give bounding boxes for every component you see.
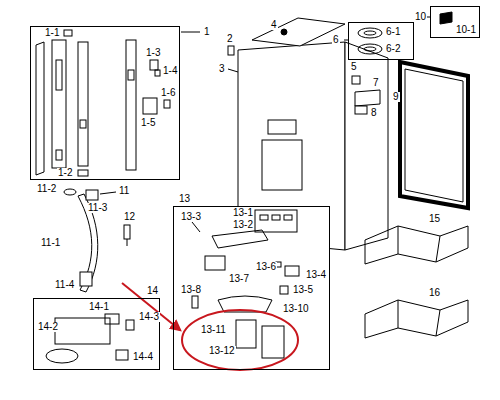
callout-number: 10-1 [455,25,477,35]
callout-number: 1-3 [145,48,161,58]
callout-number: 15 [428,214,441,224]
callout-number: 6 [332,35,340,45]
callout-number: 13-7 [228,274,250,284]
callout-number: 1-6 [160,88,176,98]
callout-number: 13-6 [255,262,277,272]
callout-number: 11 [118,186,130,196]
callout-number: 6-1 [385,27,401,37]
door-trims [36,30,200,176]
callout-number: 1-1 [44,28,60,38]
callout-number: 3 [218,64,226,74]
callout-number: 2 [226,34,234,44]
callout-number: 14-1 [88,302,110,312]
callout-number: 13 [178,194,191,204]
callout-number: 11-2 [36,184,57,194]
callout-number: 10 [414,12,427,22]
callout-number: 11-4 [54,280,75,290]
group-box: 1313-113-213-313-413-513-613-713-813-101… [173,206,330,370]
callout-number: 14-2 [37,322,59,332]
group-box: 66-16-2 [348,22,414,60]
group-box: 1010-1 [430,6,480,38]
callout-number: 14-4 [132,352,154,362]
callout-number: 9 [392,92,400,102]
callout-number: 1-5 [140,118,156,128]
callout-number: 12 [123,212,136,222]
group-box: 11-11-21-31-41-51-6 [30,26,180,180]
callout-number: 13-3 [180,212,202,222]
callout-number: 5 [350,62,358,72]
callout-number: 14 [146,286,159,296]
callout-number: 13-11 [200,325,227,335]
callout-number: 13-1 [232,208,254,218]
callout-number: 8 [370,108,378,118]
callout-number: 1 [203,27,211,37]
callout-number: 11-3 [87,203,108,213]
callout-number: 13-4 [305,270,327,280]
callout-number: 1-2 [57,168,73,178]
callout-number: 13-2 [232,220,254,230]
callout-number: 11-1 [40,238,61,248]
group-box: 1414-114-214-314-4 [33,298,160,370]
callout-number: 16 [428,288,441,298]
callout-number: 7 [372,78,380,88]
callout-number: 4 [270,20,278,30]
callout-number: 6-2 [385,44,401,54]
callout-number: 13-12 [208,346,236,356]
callout-number: 13-5 [292,285,314,295]
callout-number: 13-10 [282,304,310,314]
callout-number: 14-3 [138,312,160,322]
callout-number: 13-8 [180,285,202,295]
callout-number: 1-4 [162,66,178,76]
